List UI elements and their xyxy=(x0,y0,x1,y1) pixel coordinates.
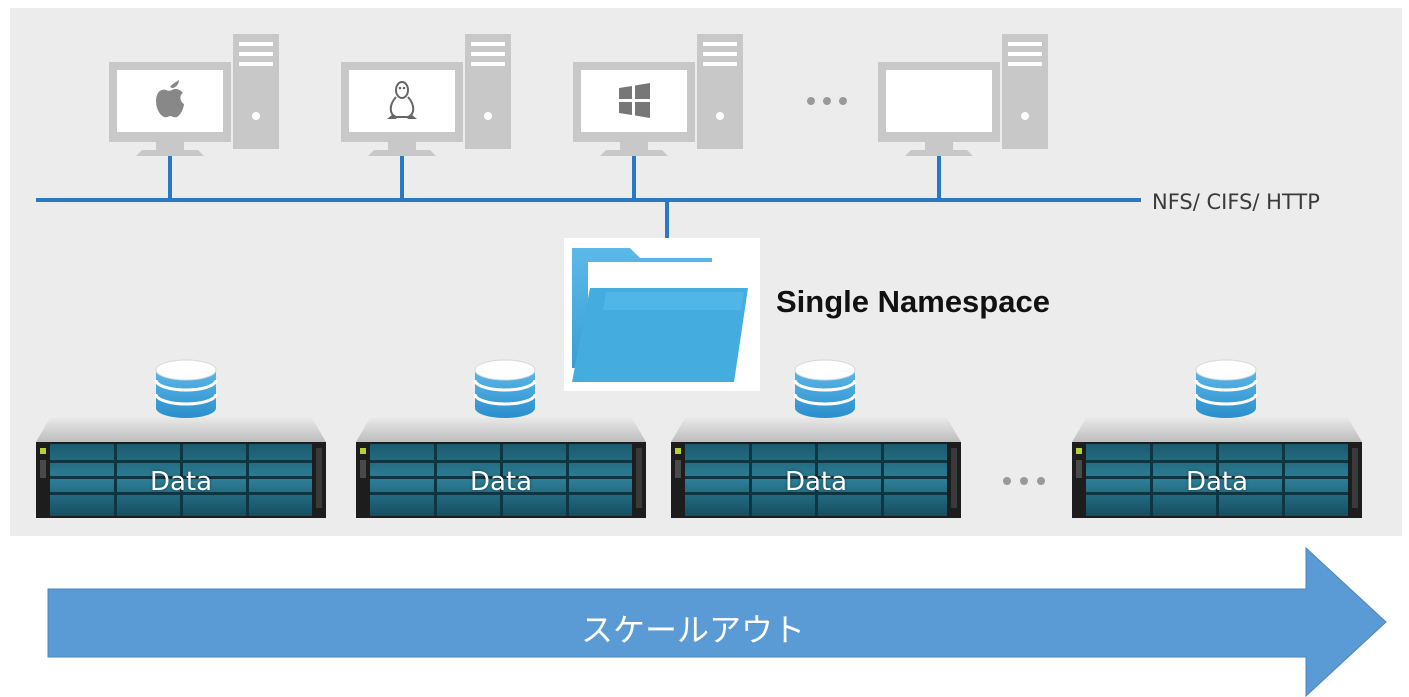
client-linux xyxy=(341,34,511,156)
storage-node-label: Data xyxy=(1185,467,1249,497)
network-bus xyxy=(36,146,1141,238)
client-ellipsis xyxy=(807,97,847,105)
database-icon xyxy=(154,358,218,420)
database-icon xyxy=(1194,358,1258,420)
client-generic xyxy=(878,34,1048,156)
database-icon xyxy=(473,358,537,420)
storage-node-label: Data xyxy=(469,467,533,497)
linux-icon xyxy=(387,81,417,119)
server-ellipsis xyxy=(1003,477,1045,485)
client-windows xyxy=(573,34,743,156)
folder-icon xyxy=(564,238,760,391)
apple-icon xyxy=(156,80,184,118)
namespace-label: Single Namespace xyxy=(776,284,1050,319)
storage-node-label: Data xyxy=(784,467,848,497)
database-icon xyxy=(793,358,857,420)
scale-out-arrow xyxy=(47,546,1387,697)
protocol-label: NFS/ CIFS/ HTTP xyxy=(1152,190,1320,214)
windows-icon xyxy=(619,83,650,118)
storage-node-label: Data xyxy=(149,467,213,497)
client-mac xyxy=(109,34,279,156)
scale-out-label: スケールアウト xyxy=(580,611,805,649)
